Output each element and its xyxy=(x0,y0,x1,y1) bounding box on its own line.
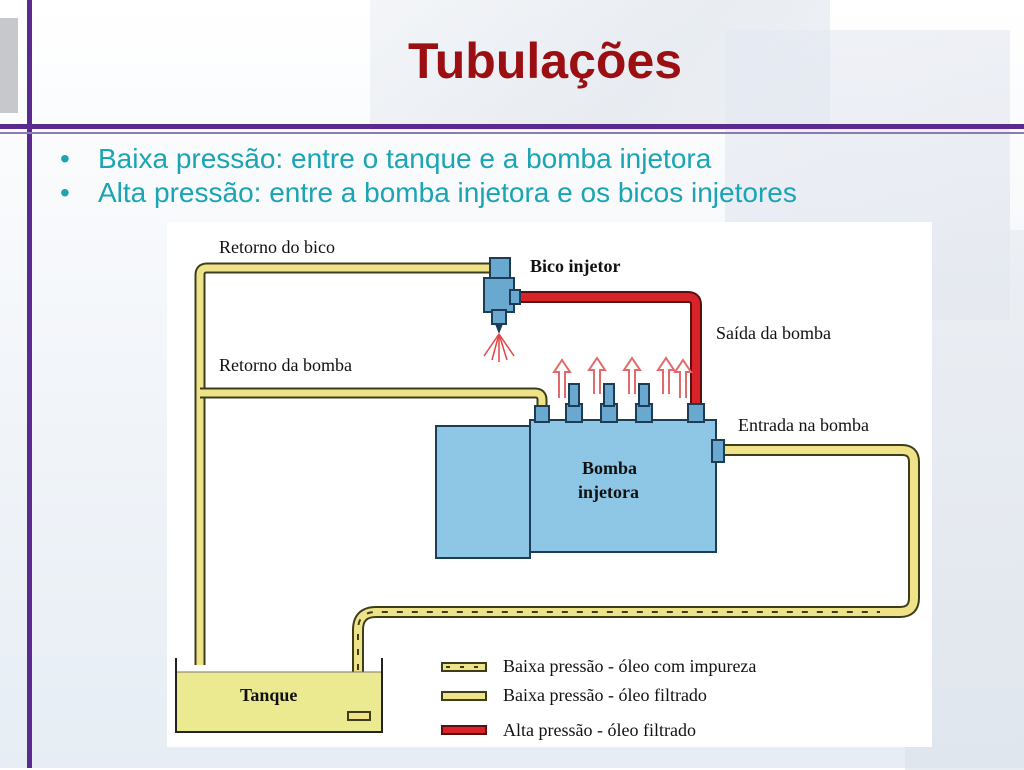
injection-pump xyxy=(435,356,725,559)
pump-outlet-fittings xyxy=(534,383,705,423)
bullet-dot: • xyxy=(60,177,70,208)
label-retorno-bico: Retorno do bico xyxy=(219,237,335,257)
bullet-item: • Baixa pressão: entre o tanque e a bomba… xyxy=(60,142,797,176)
bullet-text: Baixa pressão: entre o tanque e a bomba … xyxy=(98,143,712,174)
frame-accent-box xyxy=(0,18,18,113)
fuel-spray-icon xyxy=(483,333,515,362)
pipe-return-pump xyxy=(200,387,548,412)
frame-vertical-line xyxy=(27,0,32,768)
outlet-arrow-icons xyxy=(552,356,693,398)
label-bomba: Bomba xyxy=(582,458,637,478)
legend-label: Baixa pressão - óleo com impureza xyxy=(503,656,756,676)
pipe-high-pressure xyxy=(515,291,702,410)
label-retorno-bomba: Retorno da bomba xyxy=(219,355,352,375)
bullet-dot: • xyxy=(60,143,70,174)
legend-label: Alta pressão - óleo filtrado xyxy=(503,720,696,740)
label-tanque: Tanque xyxy=(240,685,297,705)
legend-item: Baixa pressão - óleo com impureza xyxy=(441,656,756,676)
label-injetora: injetora xyxy=(578,482,639,502)
label-saida-bomba: Saída da bomba xyxy=(716,323,831,343)
label-bico-injetor: Bico injetor xyxy=(530,256,620,276)
fuel-tank xyxy=(175,658,383,733)
legend-item: Baixa pressão - óleo filtrado xyxy=(441,685,707,705)
pipe-supply xyxy=(352,444,920,716)
slide-title: Tubulações xyxy=(407,33,683,89)
pipe-return-injector xyxy=(194,262,494,665)
legend-label: Baixa pressão - óleo filtrado xyxy=(503,685,707,705)
bullet-list: • Baixa pressão: entre o tanque e a bomba… xyxy=(60,142,797,210)
frame-horizontal-line-thin xyxy=(0,132,1024,134)
frame-horizontal-line xyxy=(0,124,1024,129)
label-entrada-bomba: Entrada na bomba xyxy=(738,415,869,435)
legend: Baixa pressão - óleo com impureza Baixa … xyxy=(441,656,756,740)
legend-item: Alta pressão - óleo filtrado xyxy=(441,720,696,740)
injector-nozzle xyxy=(483,257,521,362)
bullet-text: Alta pressão: entre a bomba injetora e o… xyxy=(98,177,797,208)
bullet-item: • Alta pressão: entre a bomba injetora e … xyxy=(60,176,797,210)
